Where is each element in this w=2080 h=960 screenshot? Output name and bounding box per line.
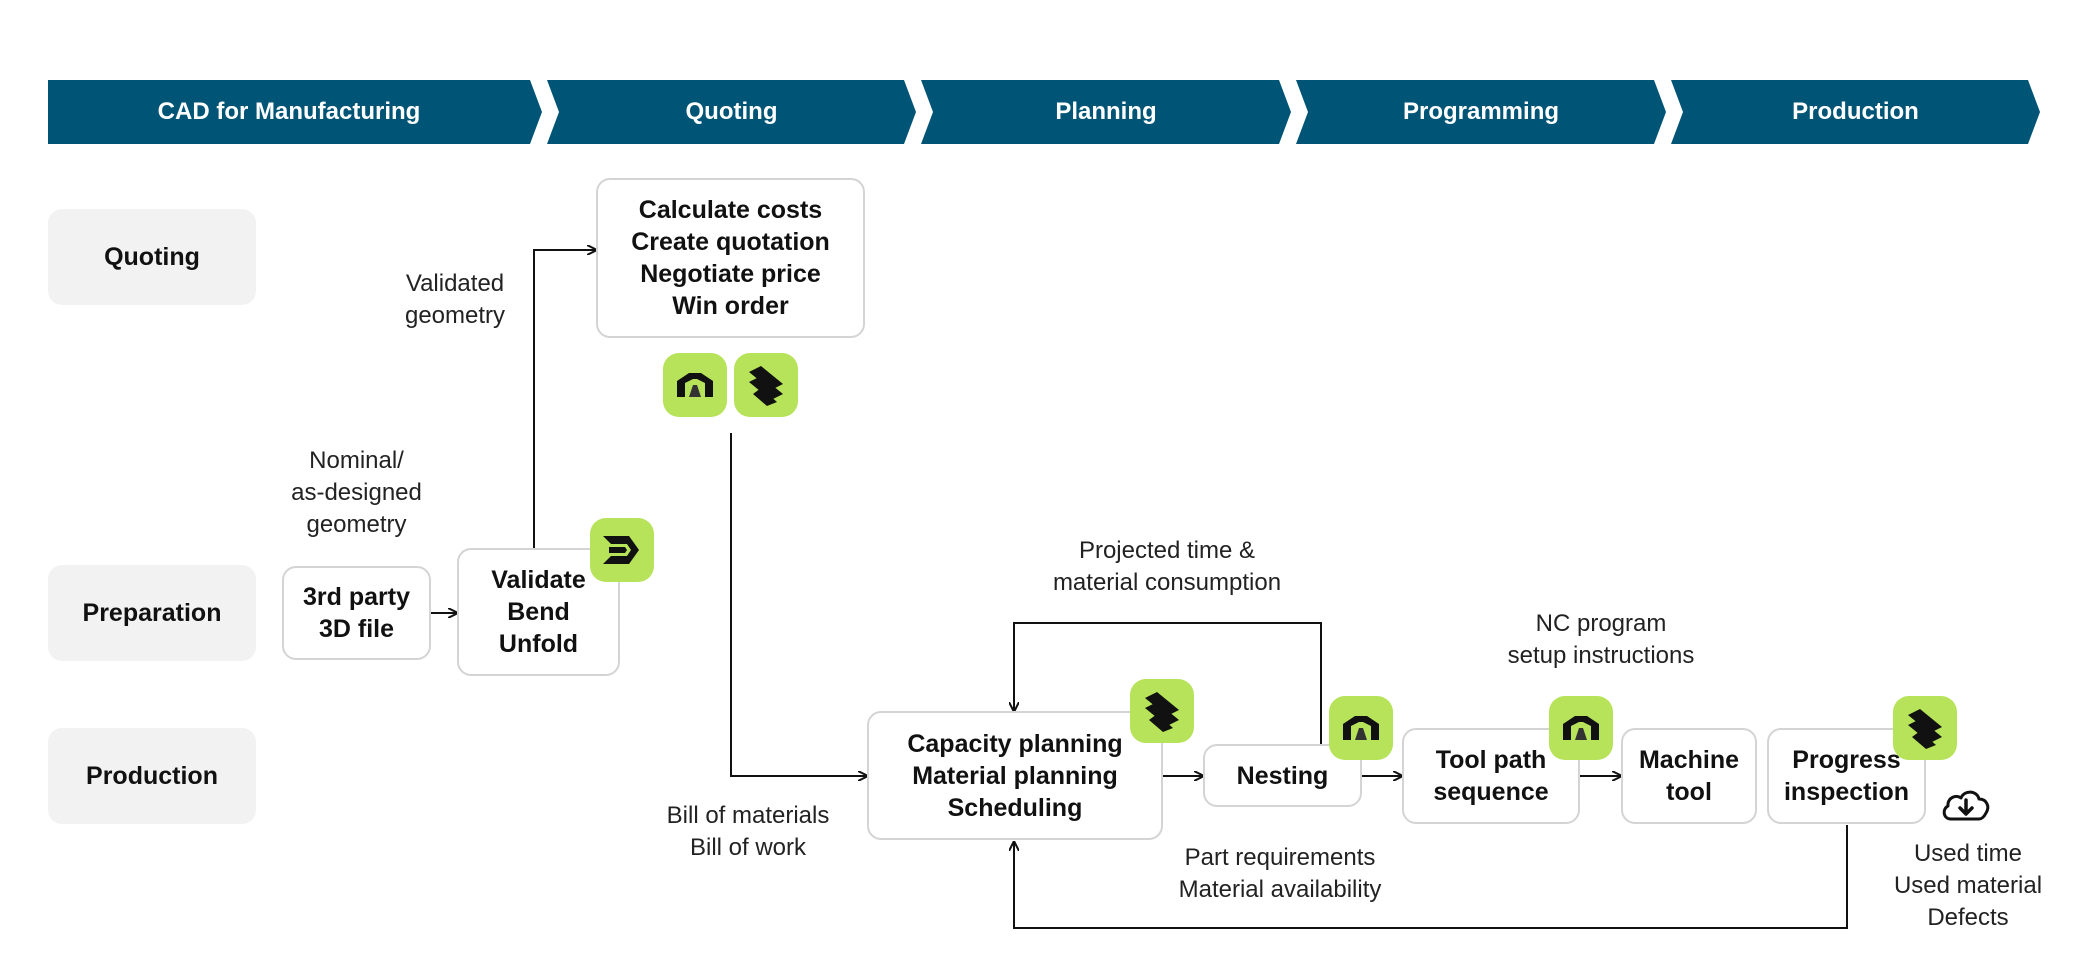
quote-box-line: Create quotation xyxy=(631,228,830,256)
note-line: geometry xyxy=(306,511,407,538)
progress-inspection-line: Progress xyxy=(1792,746,1901,774)
header-label-quoting: Quoting xyxy=(685,98,778,125)
header-chevron-planning xyxy=(921,80,1291,144)
validate-box-line: Validate xyxy=(491,566,586,594)
note-bill-of-materials: Bill of materials Bill of work xyxy=(637,800,859,864)
stripes-logo-icon xyxy=(1893,696,1957,760)
quote-box-line: Calculate costs xyxy=(638,196,823,224)
note-line: Projected time & xyxy=(1078,537,1256,564)
note-used-time: Used time Used material Defects xyxy=(1878,838,2058,934)
chevron-logo-icon xyxy=(590,518,654,582)
quote-box-line: Win order xyxy=(672,292,789,320)
note-line: Part requirements xyxy=(1184,844,1376,871)
lane-quoting: Quoting xyxy=(48,209,256,305)
quote-box-line: Negotiate price xyxy=(640,260,821,288)
note-line: as-designed xyxy=(291,479,422,506)
arch-logo-icon xyxy=(1549,696,1613,760)
third-party-file-line: 3D file xyxy=(318,615,394,643)
header-chevron-programming xyxy=(1296,80,1666,144)
arch-logo-icon xyxy=(1329,696,1393,760)
capacity-planning-box: Capacity planning Material planning Sche… xyxy=(867,711,1163,840)
note-line: Used time xyxy=(1913,840,2023,867)
machine-tool-line: tool xyxy=(1666,778,1712,806)
lane-production: Production xyxy=(48,728,256,824)
header-chevron-cad xyxy=(48,80,542,144)
header-label-production: Production xyxy=(1792,98,1919,125)
third-party-file-box: 3rd party 3D file xyxy=(282,566,431,660)
note-part-requirements: Part requirements Material availability xyxy=(1153,842,1407,906)
capacity-box-line: Capacity planning xyxy=(907,729,1123,758)
note-line: material consumption xyxy=(1052,569,1282,596)
note-line: Used material xyxy=(1893,872,2043,899)
note-line: Validated xyxy=(405,270,505,297)
header-label-planning: Planning xyxy=(1055,98,1157,125)
nesting-box-line: Nesting xyxy=(1236,761,1329,790)
capacity-box-line: Material planning xyxy=(912,761,1118,790)
note-line: geometry xyxy=(404,302,506,329)
machine-tool-box: Machine tool xyxy=(1621,728,1757,824)
note-line: Nominal/ xyxy=(309,447,404,474)
note-line: Bill of materials xyxy=(666,802,830,829)
note-projected-time: Projected time & material consumption xyxy=(1024,535,1310,599)
machine-tool-line: Machine xyxy=(1638,746,1740,774)
tool-path-line: Tool path xyxy=(1435,746,1547,774)
note-validated-geometry: Validated geometry xyxy=(372,268,538,332)
arrow-validate-to-quote xyxy=(533,250,596,548)
arrow-nesting-feedback xyxy=(1014,622,1322,744)
header-chevron-production xyxy=(1671,80,2040,144)
cloud-download-icon xyxy=(1942,790,1990,821)
lane-preparation: Preparation xyxy=(48,565,256,661)
note-nc-program: NC program setup instructions xyxy=(1476,608,1726,672)
note-line: Material availability xyxy=(1178,876,1382,903)
progress-inspection-line: inspection xyxy=(1783,778,1909,806)
arrow-quote-to-capacity xyxy=(730,433,867,776)
stripes-logo-icon xyxy=(1130,679,1194,743)
validate-box-line: Unfold xyxy=(498,630,579,658)
arrow-progress-feedback xyxy=(1014,825,1848,929)
note-line: NC program xyxy=(1535,610,1667,637)
validate-box-line: Bend xyxy=(507,598,570,626)
quote-box: Calculate costs Create quotation Negotia… xyxy=(596,178,865,338)
arch-logo-icon xyxy=(663,353,727,417)
note-line: setup instructions xyxy=(1507,642,1695,669)
capacity-box-line: Scheduling xyxy=(947,793,1083,822)
note-nominal-geometry: Nominal/ as-designed geometry xyxy=(262,445,451,541)
tool-path-line: sequence xyxy=(1433,778,1549,806)
header-chevron-quoting xyxy=(547,80,916,144)
note-line: Defects xyxy=(1927,904,2009,931)
stripes-logo-icon xyxy=(734,353,798,417)
header-label-programming: Programming xyxy=(1402,98,1560,125)
header-label-cad: CAD for Manufacturing xyxy=(157,98,421,125)
third-party-file-line: 3rd party xyxy=(303,583,410,611)
note-line: Bill of work xyxy=(689,834,807,861)
